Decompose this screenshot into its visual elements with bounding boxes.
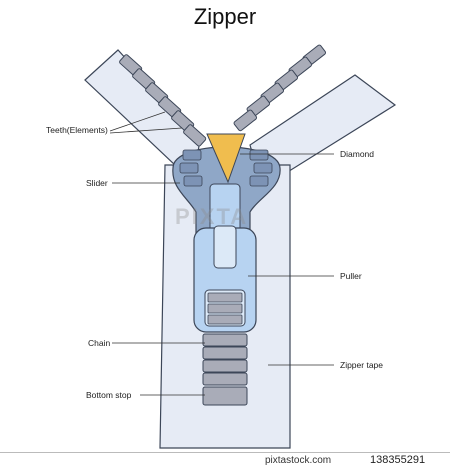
footer-image-number: 138355291 (370, 454, 426, 466)
watermark: PIXTA (175, 204, 249, 229)
tooth (249, 149, 269, 161)
puller-slot (213, 225, 237, 269)
label-zipper-tape: Zipper tape (340, 360, 383, 370)
diagram-title: Zipper (193, 4, 257, 29)
bottom-stop (202, 386, 248, 406)
tooth (202, 372, 248, 386)
leader-lines (109, 111, 334, 396)
label-chain: Chain (88, 338, 111, 348)
teeth-leader-2 (109, 127, 183, 134)
tooth (249, 175, 269, 187)
tooth (253, 162, 273, 174)
right-teeth (233, 44, 327, 132)
tooth (202, 346, 248, 360)
left-teeth (119, 54, 207, 147)
label-slider: Slider (86, 178, 108, 188)
puller-window-teeth (207, 292, 243, 325)
tooth (202, 333, 248, 347)
label-teeth: Teeth(Elements) (46, 125, 108, 135)
teeth-leader-1 (109, 111, 166, 132)
diamond (206, 133, 246, 184)
label-puller: Puller (340, 271, 362, 281)
tooth (233, 109, 258, 132)
tooth (179, 162, 199, 174)
footer-bar: pixtastock.com 138355291 (0, 452, 450, 469)
tooth (183, 124, 207, 147)
footer-site: pixtastock.com (265, 455, 332, 466)
slider-teeth (179, 149, 273, 187)
label-diamond: Diamond (340, 149, 375, 159)
tooth (207, 292, 243, 303)
tooth (207, 314, 243, 325)
chain-teeth (202, 333, 248, 386)
tooth (183, 175, 203, 187)
tooth (207, 303, 243, 314)
tooth (202, 359, 248, 373)
tooth (182, 149, 202, 161)
label-bottom-stop: Bottom stop (86, 390, 132, 400)
